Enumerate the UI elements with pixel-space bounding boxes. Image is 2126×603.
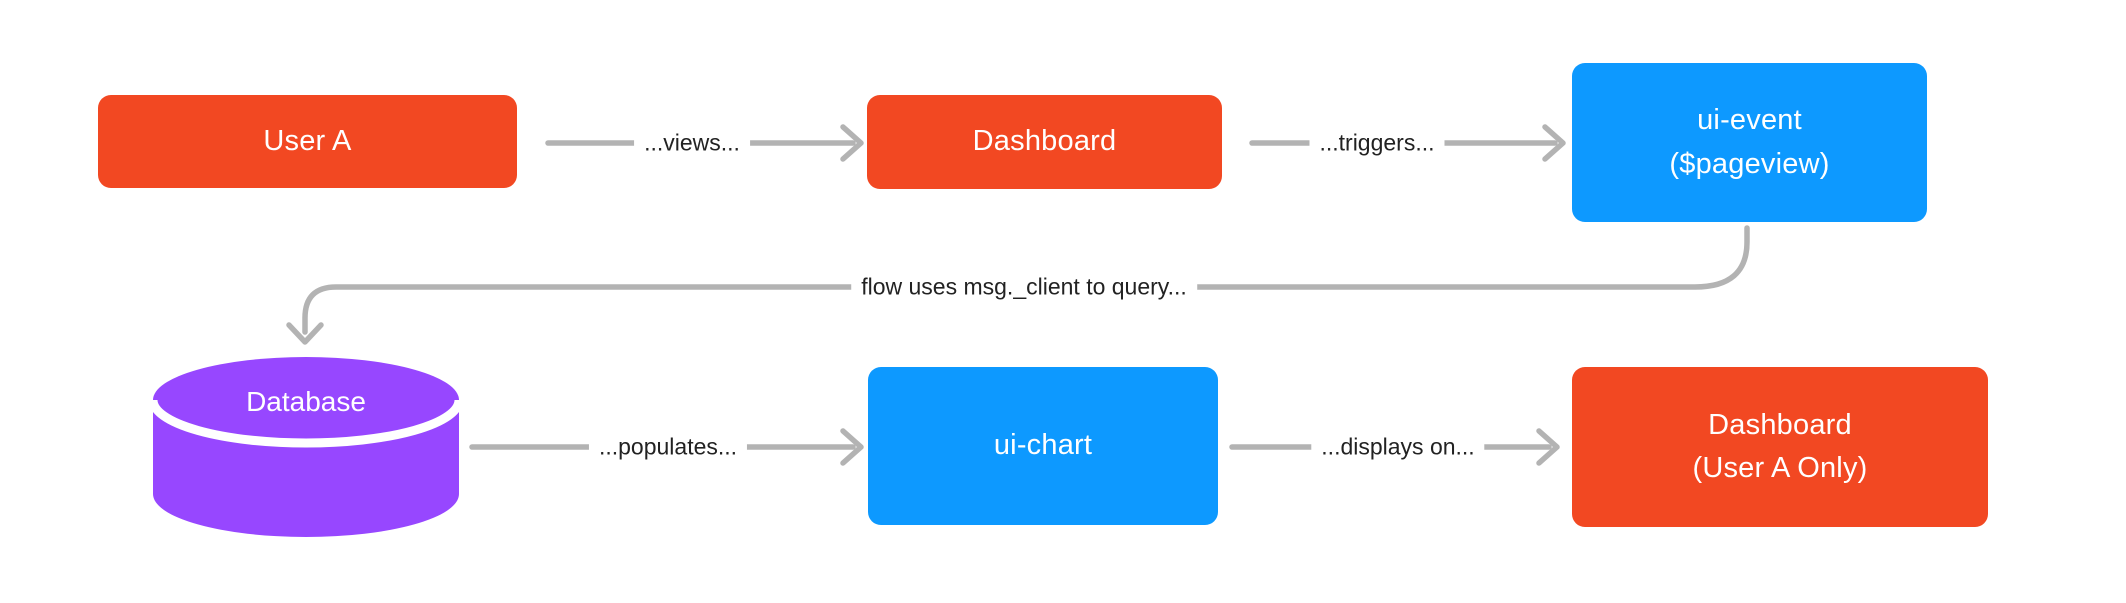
node-ui-event-label: ui-event ($pageview) <box>1669 104 1830 180</box>
node-user-a-label: User A <box>263 124 352 157</box>
edge-label-displays-on: ...displays on... <box>1311 431 1485 463</box>
node-database: Database <box>149 353 463 541</box>
node-dashboard: Dashboard <box>867 95 1222 189</box>
arrowhead-right-icon <box>1542 124 1566 162</box>
node-dashboard-label: Dashboard <box>972 125 1117 158</box>
node-dashboard-user-a-only: Dashboard (User A Only) <box>1572 367 1988 527</box>
edge-label-triggers: ...triggers... <box>1309 127 1445 159</box>
arrowhead-right-icon <box>840 428 864 466</box>
arrowhead-right-icon <box>1536 428 1560 466</box>
node-ui-event: ui-event ($pageview) <box>1572 63 1927 222</box>
edge-label-views: ...views... <box>634 127 750 159</box>
edge-query-arrow <box>286 225 1750 345</box>
node-ui-chart: ui-chart <box>868 367 1218 525</box>
node-user-a: User A <box>98 95 517 188</box>
node-ui-chart-label: ui-chart <box>993 429 1093 462</box>
database-cylinder-icon <box>149 357 463 537</box>
arrowhead-right-icon <box>840 124 864 162</box>
edge-label-populates: ...populates... <box>588 431 748 463</box>
node-database-label: Database <box>246 386 366 417</box>
node-dashboard-user-a-only-label: Dashboard (User A Only) <box>1692 408 1868 485</box>
edge-label-query: flow uses msg._client to query... <box>851 271 1197 303</box>
arrowhead-down-icon <box>286 322 324 345</box>
